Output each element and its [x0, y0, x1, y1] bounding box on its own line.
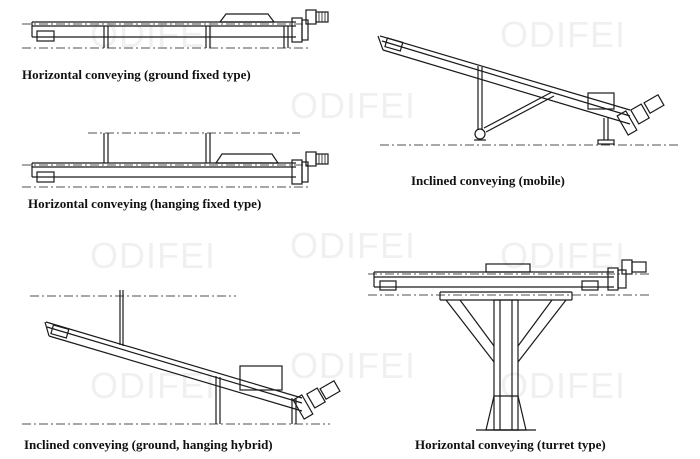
turret-drawing: [368, 259, 650, 431]
watermark: ODIFEI: [500, 365, 627, 406]
watermark: ODIFEI: [90, 365, 217, 406]
caption-turret: Horizontal conveying (turret type): [415, 437, 606, 452]
ground-fixed-drawing: [22, 9, 329, 49]
watermark: ODIFEI: [500, 235, 627, 276]
watermark: ODIFEI: [90, 235, 217, 276]
caption-ground-fixed: Horizontal conveying (ground fixed type): [22, 67, 251, 82]
inclined-hybrid-drawing: [22, 290, 341, 425]
hanging-fixed-drawing: [22, 132, 329, 188]
caption-inclined-hybrid: Inclined conveying (ground, hanging hybr…: [24, 437, 273, 452]
watermark: ODIFEI: [290, 85, 417, 126]
watermark: ODIFEI: [290, 345, 417, 386]
caption-hanging-fixed: Horizontal conveying (hanging fixed type…: [28, 196, 262, 211]
caption-inclined-mobile: Inclined conveying (mobile): [411, 173, 565, 188]
watermark: ODIFEI: [500, 14, 627, 55]
watermark: ODIFEI: [290, 225, 417, 266]
inclined-mobile-drawing: [377, 35, 680, 146]
